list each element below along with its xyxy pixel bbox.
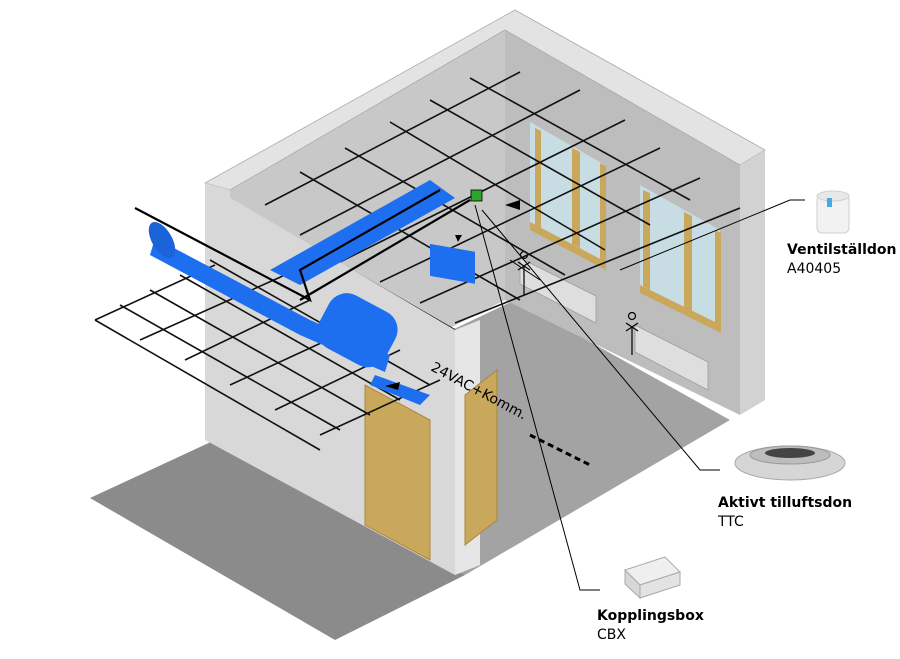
actuator-name: Ventilställdon xyxy=(787,242,897,258)
valve-2 xyxy=(625,311,639,355)
radiator-1 xyxy=(519,257,597,324)
actuator-code: A40405 xyxy=(787,261,842,277)
diffuser-name: Aktivt tilluftsdon xyxy=(718,495,853,511)
diffuser-code: TTC xyxy=(718,514,744,530)
airflow-arrow-2 xyxy=(455,235,462,242)
actuator-label: Ventilställdon A40405 xyxy=(787,241,897,279)
ventilation-duct xyxy=(148,180,475,405)
box-code: CBX xyxy=(597,627,626,643)
radiator-2 xyxy=(634,324,709,391)
damper-indicator xyxy=(470,189,483,202)
box-product-image xyxy=(624,556,681,600)
right-back-wall xyxy=(505,30,740,415)
valve-1 xyxy=(517,250,531,296)
actuator-product-image xyxy=(816,190,850,234)
door-front xyxy=(364,384,431,561)
control-cable xyxy=(134,189,471,303)
room-floor xyxy=(90,440,465,640)
diffuser-product-image xyxy=(734,445,846,481)
airflow-arrow-3 xyxy=(385,382,400,390)
door-right xyxy=(464,368,498,547)
window-2 xyxy=(640,185,721,333)
right-wall-edge xyxy=(740,150,765,415)
cable-dashed-continuation xyxy=(529,433,591,467)
box-name: Kopplingsbox xyxy=(597,608,704,624)
outer-ceiling-grid xyxy=(94,259,441,451)
callout-lines xyxy=(474,199,805,591)
airflow-arrow-1 xyxy=(505,200,520,210)
diffuser-label: Aktivt tilluftsdon TTC xyxy=(718,494,852,532)
box-label: Kopplingsbox CBX xyxy=(597,607,704,645)
